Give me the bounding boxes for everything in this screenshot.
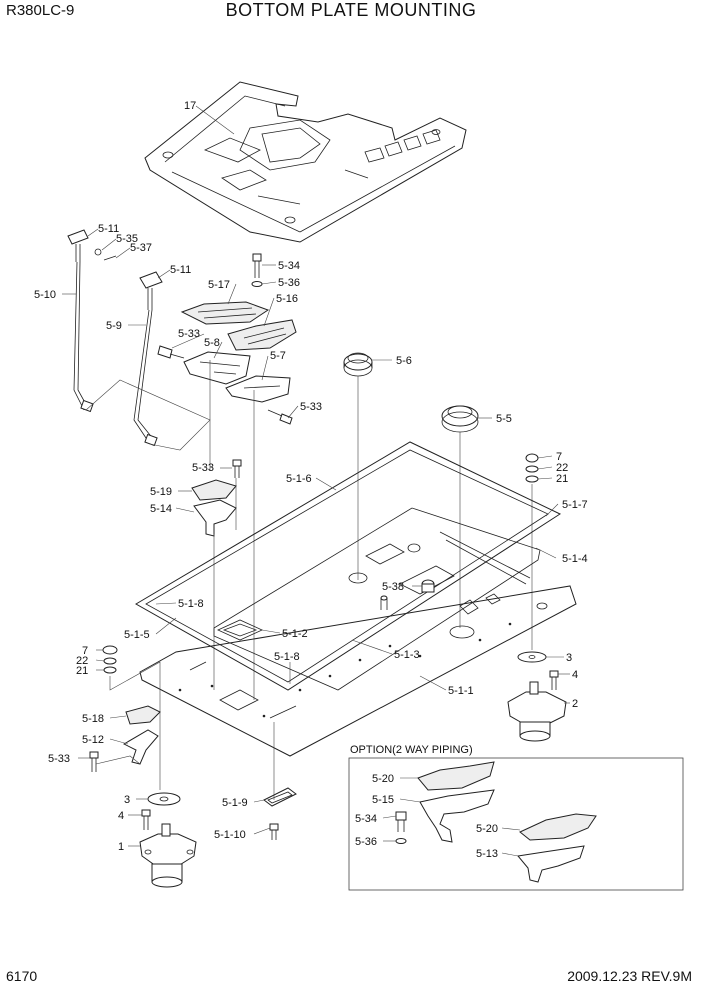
callout-5-1-8-a: 5-1-8	[178, 598, 204, 610]
callout-2: 2	[572, 698, 578, 710]
pad-5-19	[191, 479, 237, 501]
callout-5-33-d: 5-33	[48, 753, 70, 765]
nut-stack-right	[525, 453, 539, 483]
frame-5-1-6	[135, 441, 562, 691]
callout-7-right: 7	[556, 451, 562, 463]
callout-5-33-c: 5-33	[192, 462, 214, 474]
bolt-5-33-d	[89, 751, 99, 772]
callout-5-19: 5-19	[150, 486, 172, 498]
bolt-5-34	[251, 253, 263, 287]
callout-17: 17	[184, 100, 196, 112]
page-number: 6170	[6, 968, 38, 984]
mount-1	[139, 823, 197, 888]
pedal-pad-5-17	[180, 301, 270, 325]
option-box	[348, 757, 684, 891]
callout-5-5: 5-5	[496, 413, 512, 425]
model-code: R380LC-9	[6, 2, 75, 19]
callout-21-left: 21	[76, 665, 88, 677]
pedal-pad-5-16	[227, 319, 297, 351]
washer-3-left	[147, 792, 181, 806]
callout-5-34-b: 5-34	[355, 813, 377, 825]
callout-5-1-1: 5-1-1	[448, 685, 474, 697]
callout-5-33-a: 5-33	[178, 328, 200, 340]
cover-plate-17	[144, 81, 467, 243]
base-plate-5-1-1	[139, 585, 577, 757]
callout-5-1-2: 5-1-2	[282, 628, 308, 640]
plate-5-1-4	[213, 507, 541, 691]
bracket-5-12	[122, 729, 159, 765]
leader-lines	[62, 105, 570, 857]
callout-22-left: 22	[76, 655, 88, 667]
callout-5-1-5: 5-1-5	[124, 629, 150, 641]
callout-5-11-a: 5-11	[98, 223, 119, 235]
callout-5-35: 5-35	[116, 233, 138, 245]
grommet-5-5	[441, 405, 479, 433]
bracket-5-8	[183, 351, 251, 385]
callout-7-left: 7	[82, 645, 88, 657]
callout-5-20-a: 5-20	[372, 773, 394, 785]
callout-4-right: 4	[572, 669, 578, 681]
callout-5-9: 5-9	[106, 320, 122, 332]
page-title: BOTTOM PLATE MOUNTING	[225, 0, 477, 20]
callout-5-1-10: 5-1-10	[214, 829, 246, 841]
lever-5-10	[67, 229, 117, 413]
callout-5-17: 5-17	[208, 279, 230, 291]
part-5-38	[380, 579, 435, 610]
bracket-5-7	[225, 375, 291, 403]
cover-5-1-9	[263, 787, 297, 807]
callout-5-33-b: 5-33	[300, 401, 322, 413]
callout-5-1-9: 5-1-9	[222, 797, 248, 809]
pad-5-18	[125, 705, 161, 725]
callout-5-14: 5-14	[150, 503, 172, 515]
callout-5-34: 5-34	[278, 260, 300, 272]
bolt-5-1-10	[269, 823, 279, 840]
callout-5-1-4: 5-1-4	[562, 553, 588, 565]
callout-5-11-b: 5-11	[170, 264, 191, 276]
lever-5-9	[133, 271, 163, 447]
bolt-4-left	[141, 809, 151, 830]
callout-5-16: 5-16	[276, 293, 298, 305]
callout-3-left: 3	[124, 794, 130, 806]
callout-5-6: 5-6	[396, 355, 412, 367]
revision-date: 2009.12.23 REV.9M	[567, 968, 692, 984]
callout-5-8: 5-8	[204, 337, 220, 349]
option-title: OPTION(2 WAY PIPING)	[350, 744, 473, 756]
washer-3-right	[517, 651, 547, 663]
bolt-5-33-c	[232, 459, 242, 478]
callout-5-15: 5-15	[372, 794, 394, 806]
callout-5-18: 5-18	[82, 713, 104, 725]
cover-5-1-2	[217, 619, 263, 641]
callout-22-right: 22	[556, 462, 568, 474]
callout-5-7: 5-7	[270, 350, 286, 362]
callout-5-36: 5-36	[278, 277, 300, 289]
bracket-5-14	[193, 499, 237, 537]
bolt-4-right	[549, 670, 559, 690]
callout-1: 1	[118, 841, 124, 853]
callout-5-38: 5-38	[382, 581, 404, 593]
callout-3-right: 3	[566, 652, 572, 664]
callout-5-10: 5-10	[34, 289, 56, 301]
callout-5-20-b: 5-20	[476, 823, 498, 835]
callout-5-37: 5-37	[130, 242, 152, 254]
callout-5-36-b: 5-36	[355, 836, 377, 848]
callout-21-right: 21	[556, 473, 568, 485]
callout-5-1-7: 5-1-7	[562, 499, 588, 511]
callout-5-1-8-b: 5-1-8	[274, 651, 300, 663]
callout-5-1-3: 5-1-3	[394, 649, 420, 661]
callout-5-13: 5-13	[476, 848, 498, 860]
callout-labels: 17 5-11 5-35 5-37 5-11 5-10 5-9 5-34 5-3…	[34, 100, 588, 860]
callout-5-12: 5-12	[82, 734, 104, 746]
bolt-5-33-a	[157, 345, 185, 359]
grommet-5-6	[343, 352, 373, 377]
bolt-5-33-b	[267, 409, 293, 425]
callout-4-left: 4	[118, 810, 124, 822]
nut-stack-left	[102, 645, 118, 674]
mount-2	[507, 681, 567, 742]
callout-5-1-6: 5-1-6	[286, 473, 312, 485]
